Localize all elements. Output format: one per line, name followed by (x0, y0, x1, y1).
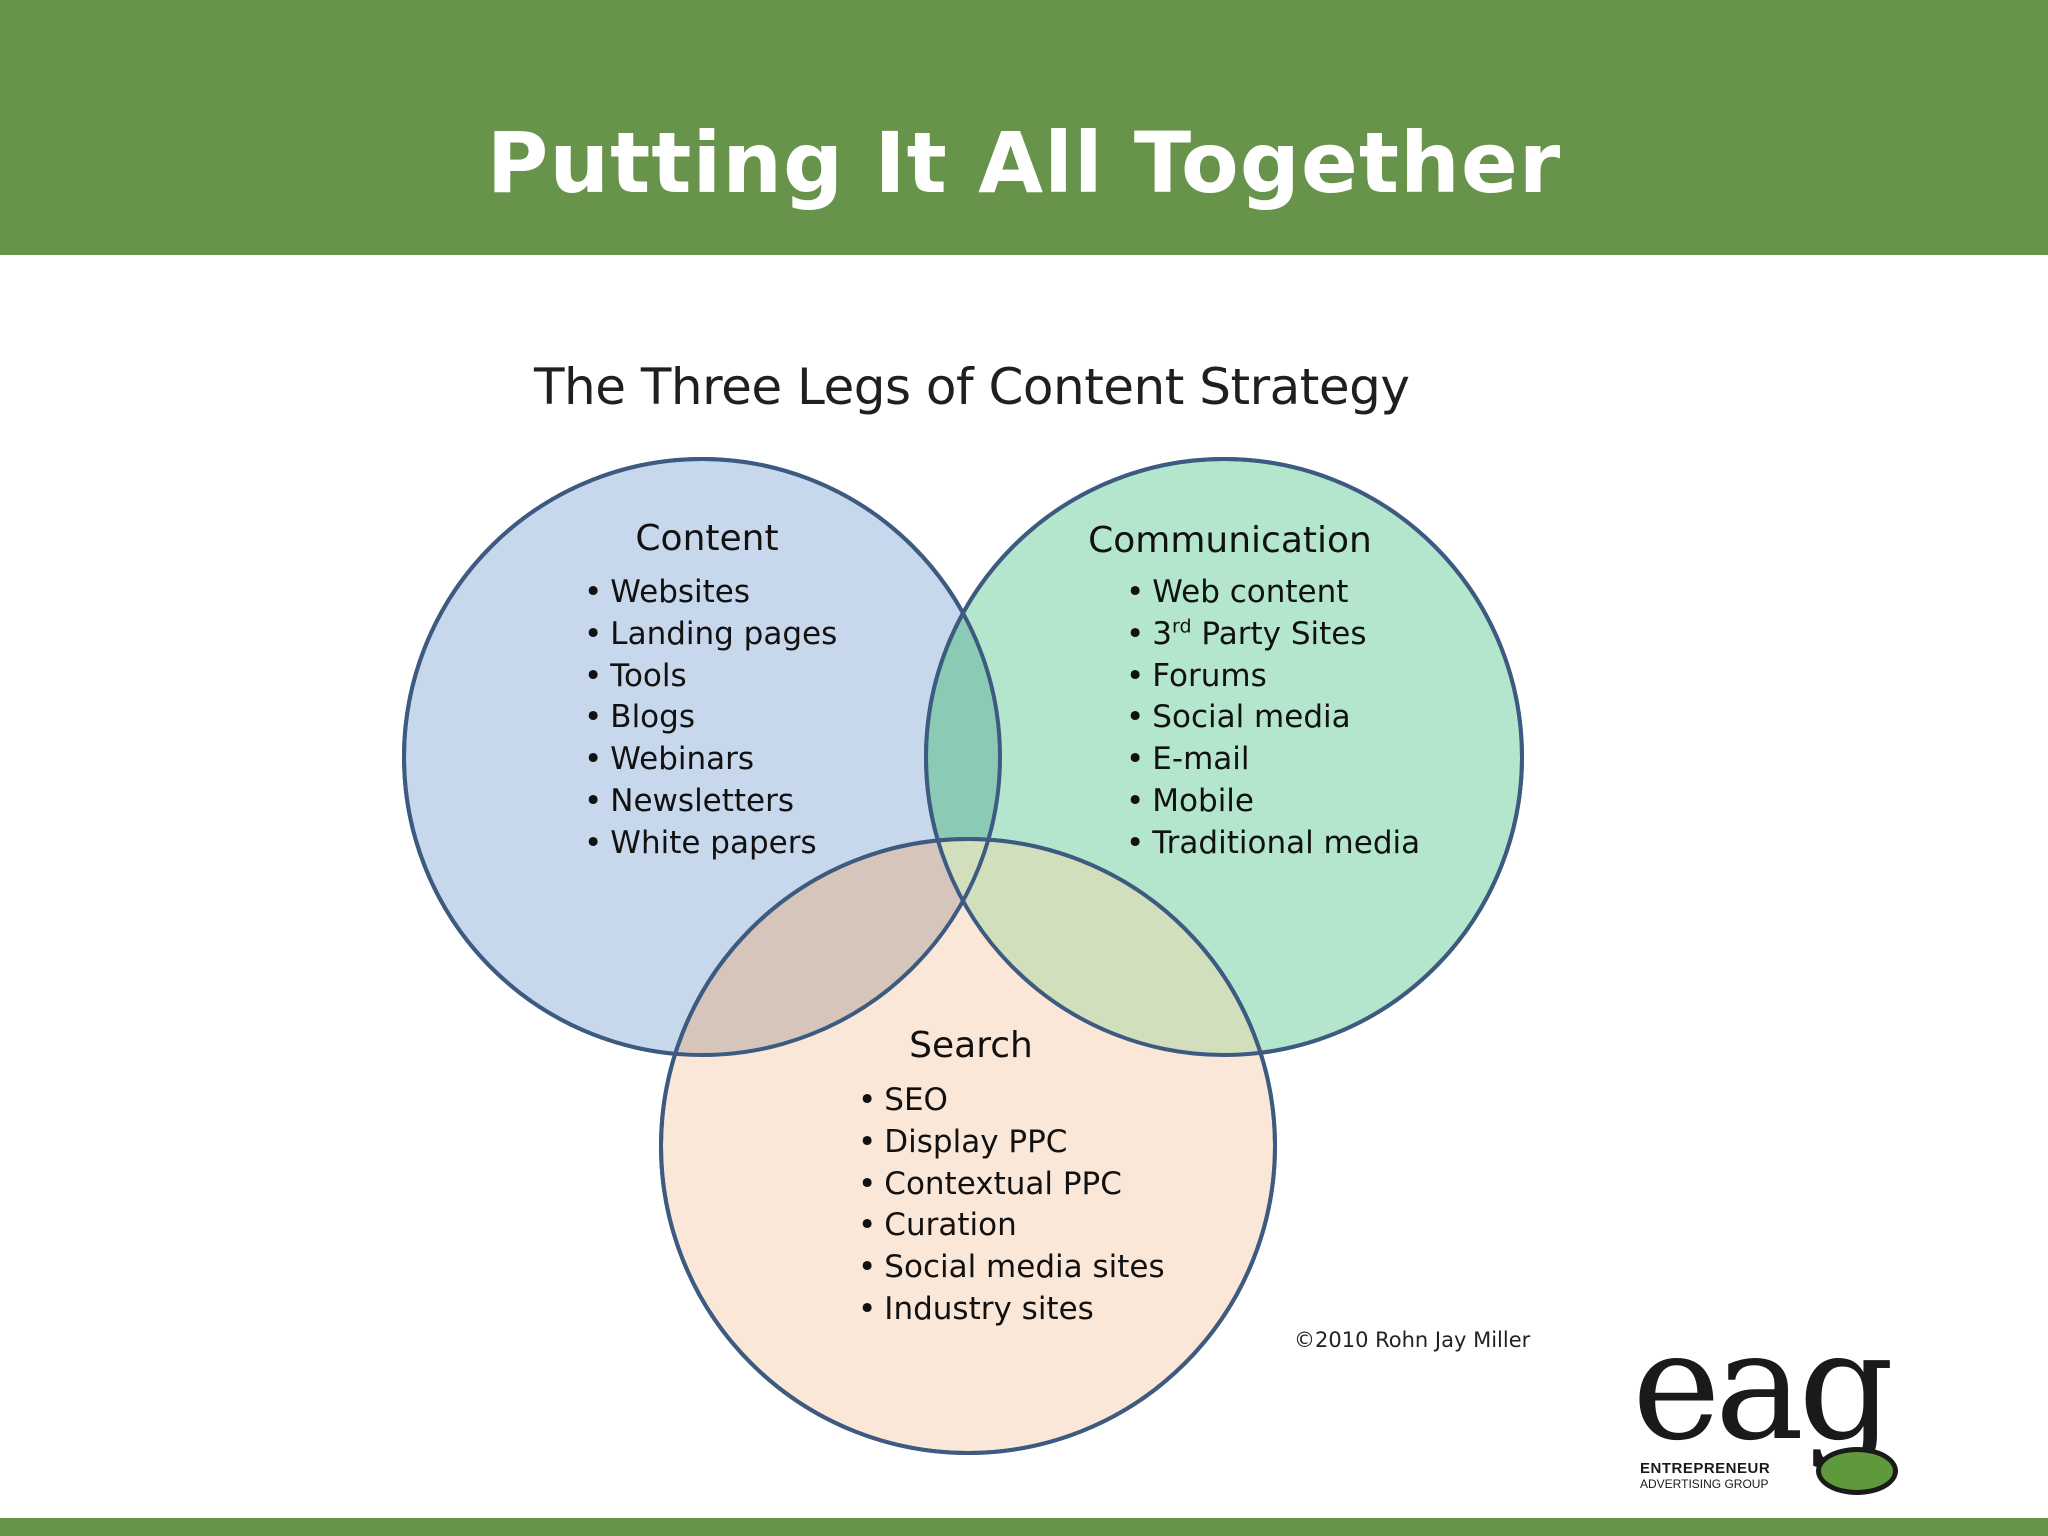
list-item: Blogs (584, 697, 837, 739)
list-item: 3rd Party Sites (1126, 614, 1420, 656)
communication-list: Web content 3rd Party Sites Forums Socia… (1126, 572, 1420, 865)
list-item: White papers (584, 823, 837, 865)
footer-bar (0, 1518, 2048, 1536)
list-item: Webinars (584, 739, 837, 781)
list-item: Landing pages (584, 614, 837, 656)
list-item: Newsletters (584, 781, 837, 823)
diagram-title: The Three Legs of Content Strategy (534, 358, 1410, 416)
list-item: Mobile (1126, 781, 1420, 823)
header-bar: Putting It All Together (0, 0, 2048, 255)
list-item: Web content (1126, 572, 1420, 614)
content-heading: Content (635, 518, 779, 559)
superscript-suffix: rd (1172, 615, 1192, 638)
list-item: Traditional media (1126, 823, 1420, 865)
superscript-rest: Party Sites (1191, 615, 1367, 652)
list-item: E-mail (1126, 739, 1420, 781)
logo-wordmark: eag (1632, 1300, 1894, 1474)
list-item: Social media (1126, 697, 1420, 739)
list-item: Industry sites (858, 1289, 1165, 1331)
copyright-notice: ©2010 Rohn Jay Miller (1294, 1328, 1531, 1352)
communication-heading: Communication (1088, 520, 1372, 561)
logo-oval (1816, 1447, 1898, 1495)
list-item: Display PPC (858, 1122, 1165, 1164)
list-item: Social media sites (858, 1247, 1164, 1289)
slide-title: Putting It All Together (486, 114, 1562, 212)
logo-line1: ENTREPRENEUR (1640, 1460, 1771, 1477)
list-item: Forums (1126, 656, 1420, 698)
list-item: Websites (584, 572, 837, 614)
content-search-overlap (661, 839, 1000, 1055)
content-list: Websites Landing pages Tools Blogs Webin… (584, 572, 837, 865)
list-item: Tools (584, 656, 837, 698)
list-item: Contextual PPC (858, 1164, 1165, 1206)
search-heading: Search (909, 1025, 1033, 1066)
search-list: SEO Display PPC Contextual PPC Curation … (858, 1080, 1165, 1331)
eag-logo: eag ENTREPRENEUR ADVERTISING GROUP (1626, 1307, 1906, 1505)
superscript-base: 3 (1152, 615, 1173, 652)
list-item: SEO (858, 1080, 1165, 1122)
communication-search-overlap (926, 839, 1275, 1055)
logo-line2: ADVERTISING GROUP (1640, 1477, 1769, 1491)
list-item: Curation (858, 1205, 1165, 1247)
